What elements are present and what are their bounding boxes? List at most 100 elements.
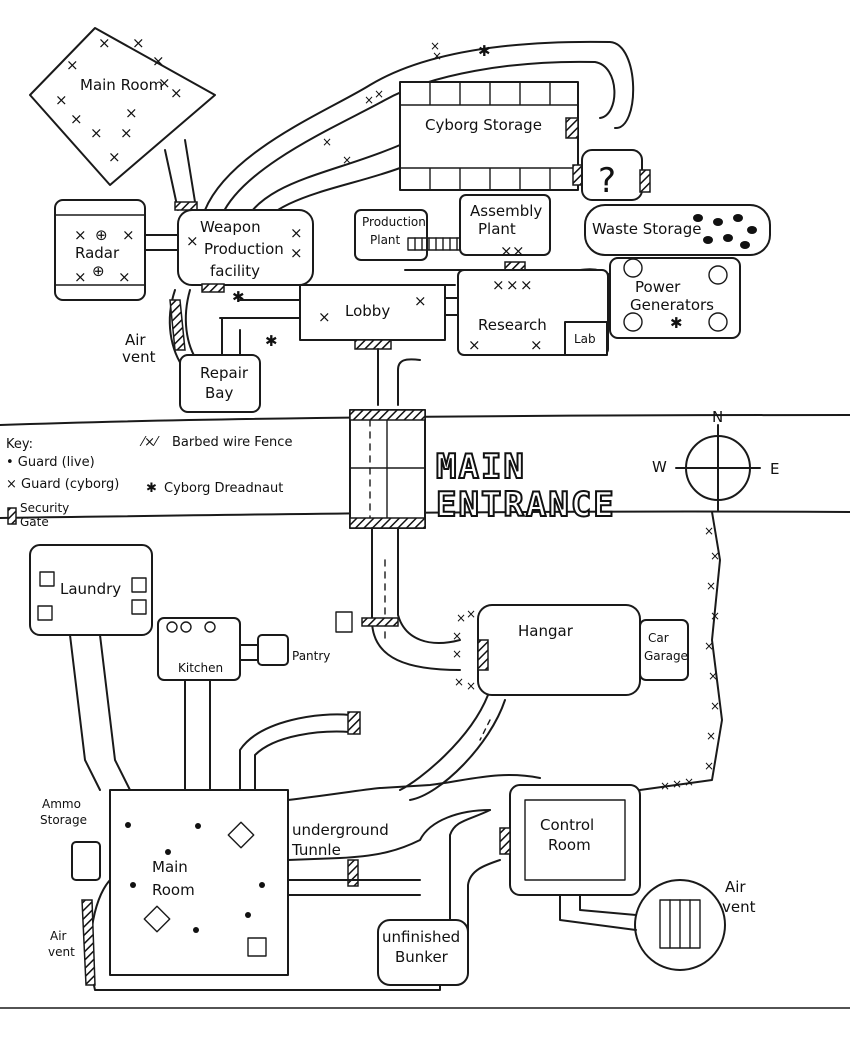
security-gate-entrance-s[interactable] <box>349 517 426 529</box>
svg-text:×: × <box>170 84 183 102</box>
bunker-label-2: Bunker <box>395 948 449 966</box>
power-generators[interactable] <box>609 257 741 339</box>
power-generators-label-2: Generators <box>630 296 714 314</box>
compass-w: W <box>652 458 667 476</box>
compass-e: E <box>770 460 779 478</box>
hangar[interactable] <box>477 604 641 696</box>
pantry[interactable] <box>257 634 289 666</box>
generator-icon-3 <box>623 312 643 332</box>
key-title: Key: <box>6 437 33 452</box>
crate-icon-1 <box>227 821 255 849</box>
svg-text:×: × <box>98 34 111 52</box>
assembly-plant[interactable] <box>459 194 551 256</box>
compass-rose: N W E <box>652 408 779 511</box>
svg-text:×: × <box>708 669 718 683</box>
dreadnaut-power: ✱ <box>670 314 683 332</box>
key-fence-icon: ⁄×⁄ <box>139 435 160 450</box>
svg-text:×: × <box>530 336 543 354</box>
radar-label: Radar <box>75 244 120 262</box>
dreadnaut-corridor: ✱ <box>478 42 491 60</box>
security-gate-north-tunnel[interactable] <box>347 711 361 735</box>
cyborg-guards-main-room: ×× ×× ×× ×× ×× ×× <box>55 34 183 166</box>
waste-barrels <box>693 214 757 249</box>
svg-text:×: × <box>290 224 303 242</box>
research-label: Research <box>478 316 547 334</box>
air-vent-east-label-2: vent <box>722 898 756 916</box>
air-vent-west-label-1: Air <box>50 929 67 943</box>
live-guards-main-room <box>125 822 265 933</box>
weapon-production-label-2: Production <box>204 240 284 258</box>
repair-bay-label-2: Bay <box>205 384 233 402</box>
cyborg-storage[interactable] <box>399 81 579 191</box>
repair-bay[interactable] <box>179 354 261 413</box>
weapon-production-label-1: Weapon <box>200 218 261 236</box>
control-room-label-1: Control <box>540 816 594 834</box>
main-room-north[interactable] <box>29 27 216 186</box>
lab[interactable] <box>564 321 608 356</box>
stove-icon-2 <box>180 621 192 633</box>
svg-text:×: × <box>55 91 68 109</box>
svg-text:×: × <box>704 759 714 773</box>
south-section: ××× ××× ××× ××× Hangar ××× ××× Car Garag… <box>0 511 850 1009</box>
key-dreadnaut-icon: ✱ <box>146 481 157 496</box>
production-plant[interactable] <box>354 209 428 261</box>
svg-text:×: × <box>456 611 466 625</box>
banner-entrance: ENTRANCE <box>436 485 616 525</box>
guard-post-road <box>335 611 353 633</box>
svg-text:×: × <box>506 276 519 294</box>
kitchen[interactable] <box>157 617 241 681</box>
key-guard-live: • Guard (live) <box>6 455 95 470</box>
security-gate-unknown[interactable] <box>639 169 651 193</box>
air-vent-east-label-1: Air <box>725 878 746 896</box>
security-gate-road[interactable] <box>361 617 399 627</box>
ammo-storage-label-2: Storage <box>40 813 87 827</box>
svg-text:×: × <box>454 675 464 689</box>
main-room-south-label-1: Main <box>152 858 188 876</box>
key-security-label-1: Security <box>20 501 69 515</box>
air-vent-west-label-2: vent <box>48 945 75 959</box>
unknown-room-label: ? <box>598 161 616 201</box>
weapon-production-label-3: facility <box>210 262 260 280</box>
svg-text:×: × <box>710 609 720 623</box>
security-gate-cyborg[interactable] <box>565 117 579 139</box>
generator-icon-2 <box>708 265 728 285</box>
svg-text:×: × <box>318 308 331 326</box>
stove-icon-1 <box>166 621 178 633</box>
car-garage[interactable] <box>639 619 689 681</box>
map-key: Key: • Guard (live) × Guard (cyborg) Sec… <box>6 435 292 529</box>
svg-text:×: × <box>122 226 135 244</box>
security-gate-lobby[interactable] <box>354 339 392 350</box>
unfinished-bunker[interactable] <box>377 919 469 986</box>
waste-storage[interactable] <box>584 204 771 256</box>
washer-icon-3 <box>131 599 147 615</box>
key-gate-swatch <box>7 507 17 525</box>
power-generators-label-1: Power <box>635 278 681 296</box>
radar-dish-icon: ⊕ <box>95 226 108 244</box>
security-gate-assembly[interactable] <box>504 261 526 271</box>
ammo-storage-label-1: Ammo <box>42 797 81 811</box>
control-room-label-2: Room <box>548 836 591 854</box>
laundry[interactable] <box>29 544 153 636</box>
washer-icon-2 <box>131 577 147 593</box>
security-gate-hangar[interactable] <box>477 639 489 671</box>
ammo-storage[interactable] <box>71 841 101 881</box>
svg-text:×: × <box>90 124 103 142</box>
svg-text:×: × <box>512 242 525 260</box>
svg-text:×: × <box>132 34 145 52</box>
lobby[interactable] <box>299 284 446 341</box>
svg-text:×: × <box>704 524 714 538</box>
security-gate-control[interactable] <box>499 827 511 855</box>
svg-text:×: × <box>468 336 481 354</box>
svg-text:×: × <box>66 56 79 74</box>
crate-icon-2 <box>143 905 171 933</box>
security-gate-weapon[interactable] <box>201 283 225 293</box>
svg-text:×: × <box>74 268 87 286</box>
svg-text:×: × <box>432 49 442 63</box>
security-gate-tunnel[interactable] <box>347 859 359 887</box>
security-gate-n1[interactable] <box>174 201 198 211</box>
dreadnaut-repair: ✱ <box>265 332 278 350</box>
pantry-label: Pantry <box>292 649 330 663</box>
banner-main: MAIN <box>436 447 526 487</box>
weapon-production[interactable] <box>177 209 314 286</box>
security-gate-entrance-n[interactable] <box>349 409 426 421</box>
